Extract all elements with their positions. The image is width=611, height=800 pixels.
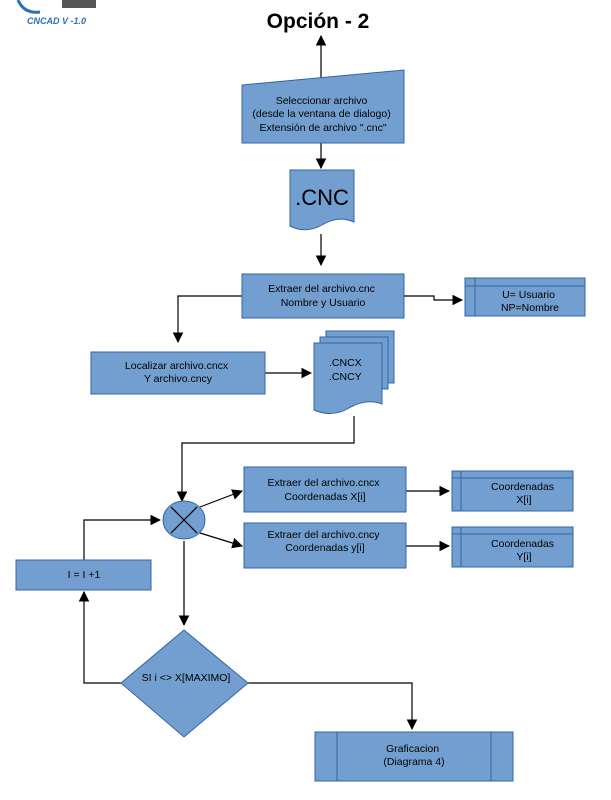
svg-text:I = I +1: I = I +1 [68,569,101,581]
svg-text:.CNCX: .CNCX [329,357,362,369]
svg-text:Coordenadas X[i]: Coordenadas X[i] [491,481,557,506]
extract-cncy-node: Extraer del archivo.cncy Coordenadas y[i… [243,522,407,569]
graph-node: Graficacion (Diagrama 4) [314,731,514,782]
cncx-documents-node: .CNCX .CNCY [313,330,395,414]
connector-junction-to-cncy [199,532,244,549]
connector-extract-to-user [404,294,464,306]
user-data-node: U= Usuario NP=Nombre [464,277,586,317]
svg-text:Extraer del archivo.cnc: Extraer del archivo.cnc Nombre y Usuario [268,283,378,309]
connector-junction-to-cncx [199,489,244,508]
svg-text:SI i <> X[MAXIMO]: SI i <> X[MAXIMO] [142,672,231,684]
cnc-document-node: .CNC [289,169,355,231]
locate-files-node: Localizar archivo.cncx Y archivo.cncy [90,351,266,395]
junction-node [162,500,206,540]
coord-y-node: Coordenadas Y[i] [451,526,574,568]
svg-text:U= Usuario NP=Nombre: U= Usuario NP=Nombre [501,289,559,314]
page-title: Opción - 2 [267,10,370,33]
svg-text:Seleccionar archivo (des: Seleccionar archivo (desde la ventana de… [252,95,393,134]
connector-increment-to-junction [83,514,162,560]
connectors [78,34,464,731]
extract-cnc-node: Extraer del archivo.cnc Nombre y Usuario [241,273,405,319]
connector-decision-to-increment [78,590,121,684]
increment-node: I = I +1 [15,559,152,591]
svg-text:Localizar archivo.cncx Y: Localizar archivo.cncx Y archivo.cncy [125,360,231,385]
svg-text:.CNCY: .CNCY [329,371,362,383]
decision-node: SI i <> X[MAXIMO] [120,629,249,738]
connector-decision-to-graph [248,682,418,731]
small-mark: . [320,267,323,279]
coord-x-node: Coordenadas X[i] [451,470,574,512]
svg-text:Extraer del archivo.cncy: Extraer del archivo.cncy Coordenadas y[i… [268,529,383,554]
svg-text:Graficacion (Diagrama 4): Graficacion (Diagrama 4) [383,743,444,768]
svg-text:Extraer del archivo.cncx: Extraer del archivo.cncx Coordenadas X[i… [268,477,383,503]
logo: CNCAD V -1.0 [16,0,96,26]
connector-extract-to-locate [172,295,242,344]
svg-text:Coordenadas Y[i]: Coordenadas Y[i] [491,538,557,563]
select-file-node: Seleccionar archivo (desde la ventana de… [241,69,405,144]
logo-text: CNCAD V -1.0 [27,16,86,26]
connector-docs-to-junction [176,416,355,503]
svg-text:.CNC: .CNC [295,185,349,210]
extract-cncx-node: Extraer del archivo.cncx Coordenadas X[i… [243,466,407,513]
